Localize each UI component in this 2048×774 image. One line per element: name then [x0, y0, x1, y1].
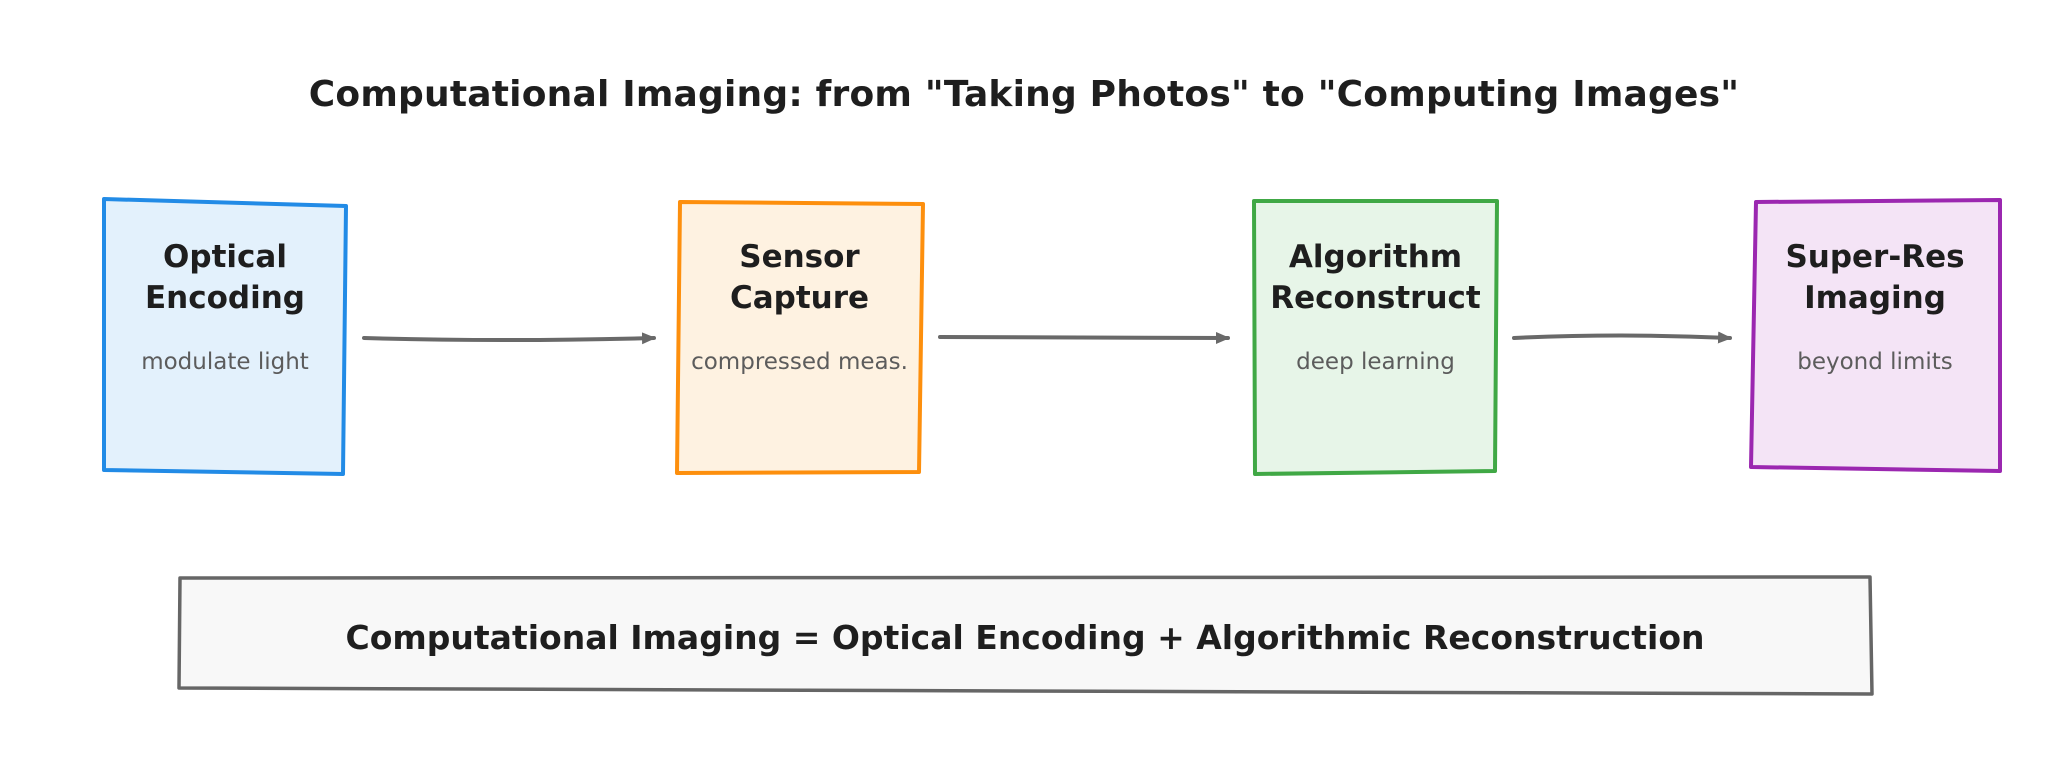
- node-sensor-capture[interactable]: Sensor Capture compressed meas.: [678, 237, 921, 375]
- formula-box: [177, 575, 1874, 696]
- node-title-line: Capture: [729, 280, 870, 316]
- node-subtitle: modulate light: [141, 349, 309, 375]
- node-subtitle: compressed meas.: [691, 349, 908, 375]
- node-super-res-imaging[interactable]: Super-Res Imaging beyond limits: [1752, 237, 1998, 375]
- node-title-line: Optical: [163, 239, 287, 275]
- node-title-line: Sensor: [739, 239, 860, 275]
- diagram-title: Computational Imaging: from "Taking Phot…: [308, 74, 1740, 115]
- node-title-line: Encoding: [145, 280, 305, 316]
- node-algorithm-reconstruct[interactable]: Algorithm Reconstruct deep learning: [1254, 237, 1497, 375]
- node-box-algorithm-reconstruct[interactable]: [1252, 199, 1499, 476]
- node-title-super-res-imaging: Super-Res Imaging: [1752, 237, 1998, 319]
- node-title-optical-encoding: Optical Encoding: [104, 237, 346, 319]
- node-subtitle: beyond limits: [1797, 349, 1953, 375]
- arrow-optical-to-sensor: [362, 332, 656, 345]
- arrow-algorithm-to-superres: [1512, 331, 1732, 344]
- formula-text: Computational Imaging = Optical Encoding…: [345, 618, 1705, 657]
- node-title-line: Reconstruct: [1270, 280, 1481, 316]
- node-title-line: Super-Res: [1785, 239, 1965, 275]
- node-optical-encoding[interactable]: Optical Encoding modulate light: [104, 237, 346, 375]
- node-title-algorithm-reconstruct: Algorithm Reconstruct: [1254, 237, 1497, 319]
- node-box-sensor-capture[interactable]: [675, 200, 925, 475]
- arrow-sensor-to-algorithm: [938, 331, 1230, 344]
- node-subtitle: deep learning: [1296, 349, 1455, 375]
- node-title-line: Algorithm: [1288, 239, 1463, 275]
- node-box-optical-encoding[interactable]: [102, 197, 348, 476]
- node-title-sensor-capture: Sensor Capture: [678, 237, 921, 319]
- node-box-super-res-imaging[interactable]: [1749, 198, 2002, 473]
- node-title-line: Imaging: [1804, 280, 1946, 316]
